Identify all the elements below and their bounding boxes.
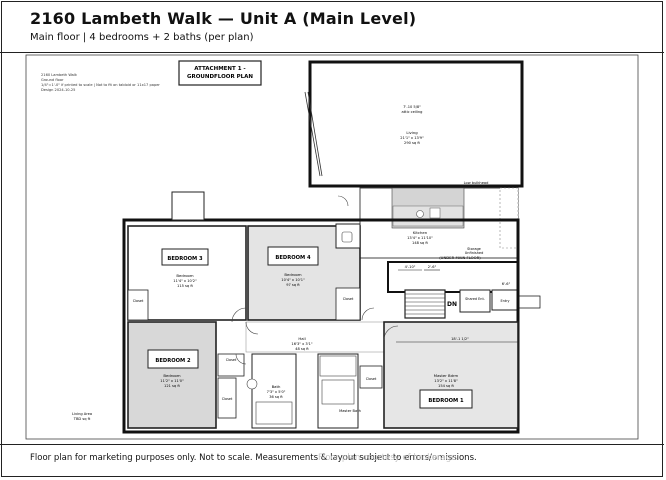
- dim-4: 6'-6": [502, 282, 511, 286]
- bedroom-2-tag-text: BEDROOM 2: [155, 358, 191, 364]
- living-top-label: Living: [406, 130, 418, 135]
- kitchen-area-text: 148 sq ft: [412, 241, 428, 245]
- bedroom-2: [127, 321, 217, 429]
- attachment-line2: GROUNDFLOOR PLAN: [187, 74, 253, 80]
- closet-b4-label: Closet: [343, 297, 354, 301]
- disclaimer: Floor plan for marketing purposes only. …: [30, 453, 477, 463]
- plan-info-line3: 1/4"=1'-0" if printed to scale | Not to …: [41, 83, 160, 87]
- bedroom-4-tag: [267, 246, 319, 266]
- bulkhead-note: Low bulkhead: [464, 181, 489, 185]
- plan-info-block: 2160 Lambeth Walk Ground floor 1/4"=1'-0…: [41, 73, 160, 92]
- bedroom-1-label: Master Bdrm: [434, 373, 459, 378]
- bedroom-4-dims: 10'4" x 10'1": [281, 278, 305, 282]
- entry-label: Entry: [500, 299, 509, 303]
- living-top-area: 290 sq ft: [404, 141, 420, 145]
- bedroom-3-dims: 11'4" x 10'2": [173, 279, 197, 283]
- floor-plan: 2160 Lambeth Walk Ground floor 1/4"=1'-0…: [25, 54, 639, 440]
- bath-area: 36 sq ft: [269, 395, 283, 399]
- dim-3: 18'-1 1/2": [451, 337, 469, 341]
- plan-info-line4: Design 2024-10-25: [41, 88, 75, 92]
- page-title: 2160 Lambeth Walk — Unit A (Main Level): [30, 9, 417, 28]
- bedroom-3-tag: [161, 248, 209, 266]
- page-subtitle: Main floor | 4 bedrooms + 2 baths (per p…: [30, 32, 254, 43]
- bedroom-1-area: 154 sq ft: [438, 384, 454, 388]
- bedroom-3-tag-text: BEDROOM 3: [167, 256, 203, 262]
- closet-b2a-label: Closet: [226, 358, 237, 362]
- bath-dims: 7'3" x 5'0": [267, 390, 286, 394]
- living-area-left-2: TBD sq ft: [73, 417, 91, 421]
- storage-note: (UNDER MAIN FLOOR): [439, 255, 481, 260]
- header: 2160 Lambeth Walk — Unit A (Main Level) …: [0, 0, 664, 53]
- stair-down-label: DN: [447, 301, 457, 308]
- plan-info-line2: Ground floor: [41, 78, 64, 82]
- ceiling-note-1: 7'-10 5/8": [403, 105, 421, 109]
- storage-sub: Unfinished: [465, 251, 484, 255]
- bedroom-2-area: 121 sq ft: [164, 384, 180, 388]
- hall-label: Hall: [298, 336, 305, 341]
- hall: [245, 321, 389, 353]
- bedroom-2-tag: [147, 349, 199, 369]
- living-area-left-1: Living Area: [72, 412, 92, 416]
- bedroom-4-label: Bedroom: [284, 272, 301, 277]
- bedroom-1-tag-text: BEDROOM 1: [428, 398, 464, 404]
- hall-area: 48 sq ft: [295, 347, 309, 351]
- footer: Floor plan for marketing purposes only. …: [0, 444, 664, 479]
- bedroom-2-dims: 11'2" x 11'0": [160, 379, 184, 383]
- bedroom-1-tag: [419, 389, 473, 409]
- bedroom-3-area: 115 sq ft: [177, 284, 193, 288]
- bedroom-4-tag-text: BEDROOM 4: [275, 255, 311, 261]
- living-top-dims: 21'1" x 13'9": [400, 136, 424, 140]
- master-bath-label: Master Bath: [339, 409, 361, 413]
- storage-label: Storage: [467, 247, 481, 251]
- bedroom-1-dims: 13'2" x 11'8": [434, 379, 458, 383]
- dim-2: 2'-6": [428, 265, 437, 269]
- shared-entry-label: Shared Ent.: [465, 297, 485, 301]
- stairs: [404, 289, 446, 319]
- closet-b3-label: Closet: [133, 299, 144, 303]
- closet-b1-label: Closet: [366, 377, 377, 381]
- hall-dims: 16'3" x 3'1": [291, 342, 312, 346]
- living-room-top: [308, 60, 524, 188]
- bath-label: Bath: [272, 384, 281, 389]
- bedroom-1: [383, 321, 519, 429]
- ceiling-note-2: attic ceiling: [402, 110, 423, 114]
- plan-info-line1: 2160 Lambeth Walk: [41, 73, 78, 77]
- bedroom-2-label: Bedroom: [163, 373, 180, 378]
- attachment-box: [178, 60, 262, 86]
- dim-1: 4'-10": [405, 265, 416, 269]
- bedroom-3-label: Bedroom: [176, 273, 193, 278]
- kitchen-dims: 13'4" x 11'10": [407, 236, 433, 240]
- watermark: Floor plan courtesy of brokerage: [318, 453, 457, 463]
- bedroom-4-area: 97 sq ft: [286, 283, 300, 287]
- closet-b2b-label: Closet: [222, 397, 233, 401]
- attachment-line1: ATTACHMENT 1 -: [194, 66, 245, 72]
- kitchen-label: Kitchen: [413, 230, 428, 235]
